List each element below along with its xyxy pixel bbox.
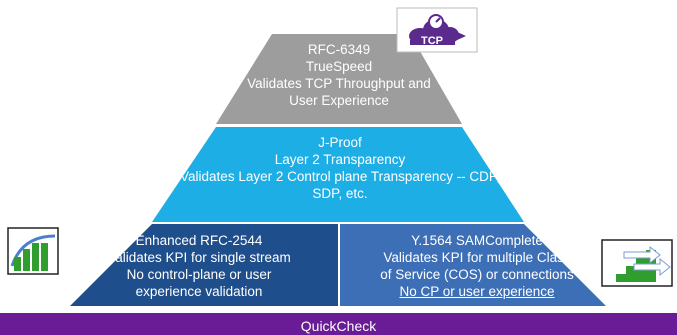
- tier-bottom-right-line-4: No CP or user experience: [399, 284, 555, 299]
- tier-middle-text: J-Proof Layer 2 Transparency Validates L…: [120, 134, 560, 202]
- tcp-cloud-icon: TCP: [396, 7, 478, 53]
- tier-top-line-3: Validates TCP Throughput and: [247, 76, 431, 91]
- tier-bottom-right-line-3: of Service (COS) or connections: [380, 267, 574, 282]
- tier-bottom-left-text: Enhanced RFC-2544 Validates KPI for sing…: [64, 232, 334, 300]
- tier-base-shape: [0, 313, 677, 335]
- tier-middle-shape: [152, 127, 524, 222]
- tier-bottom-right-text: Y.1564 SAMComplete Validates KPI for mul…: [342, 232, 612, 300]
- tier-base-label: QuickCheck: [300, 318, 377, 334]
- tier-middle-line-1: J-Proof: [318, 135, 362, 150]
- tier-middle-line-2: Layer 2 Transparency: [274, 152, 406, 167]
- tier-top-line-1: RFC-6349: [307, 42, 371, 57]
- tier-bottom-right-line-1: Y.1564 SAMComplete: [411, 233, 543, 248]
- tier-bottom-left-line-1: Enhanced RFC-2544: [135, 233, 263, 248]
- tier-top-text: RFC-6349 TrueSpeed Validates TCP Through…: [220, 41, 458, 109]
- tier-bottom-right-shape: [340, 224, 606, 306]
- tier-top-line-2: TrueSpeed: [305, 59, 373, 74]
- tier-bottom-left-shape: [70, 224, 338, 306]
- tier-bottom-left-line-2: Validates KPI for single stream: [107, 250, 291, 265]
- tier-bottom-left-line-3: No control-plane or user: [126, 267, 272, 282]
- tier-top-shape: [216, 34, 462, 124]
- bar-chart-icon: [7, 227, 59, 275]
- tier-middle-line-3: Validates Layer 2 Control plane Transpar…: [180, 169, 500, 184]
- stairs-arrows-icon: [601, 239, 673, 287]
- tier-top-line-4: User Experience: [289, 93, 389, 108]
- tier-bottom-left-line-4: experience validation: [135, 284, 263, 299]
- tcp-label: TCP: [421, 35, 443, 47]
- tier-middle-line-4: SDP, etc.: [312, 186, 368, 201]
- tier-bottom-right-line-2: Validates KPI for multiple Class: [383, 250, 571, 265]
